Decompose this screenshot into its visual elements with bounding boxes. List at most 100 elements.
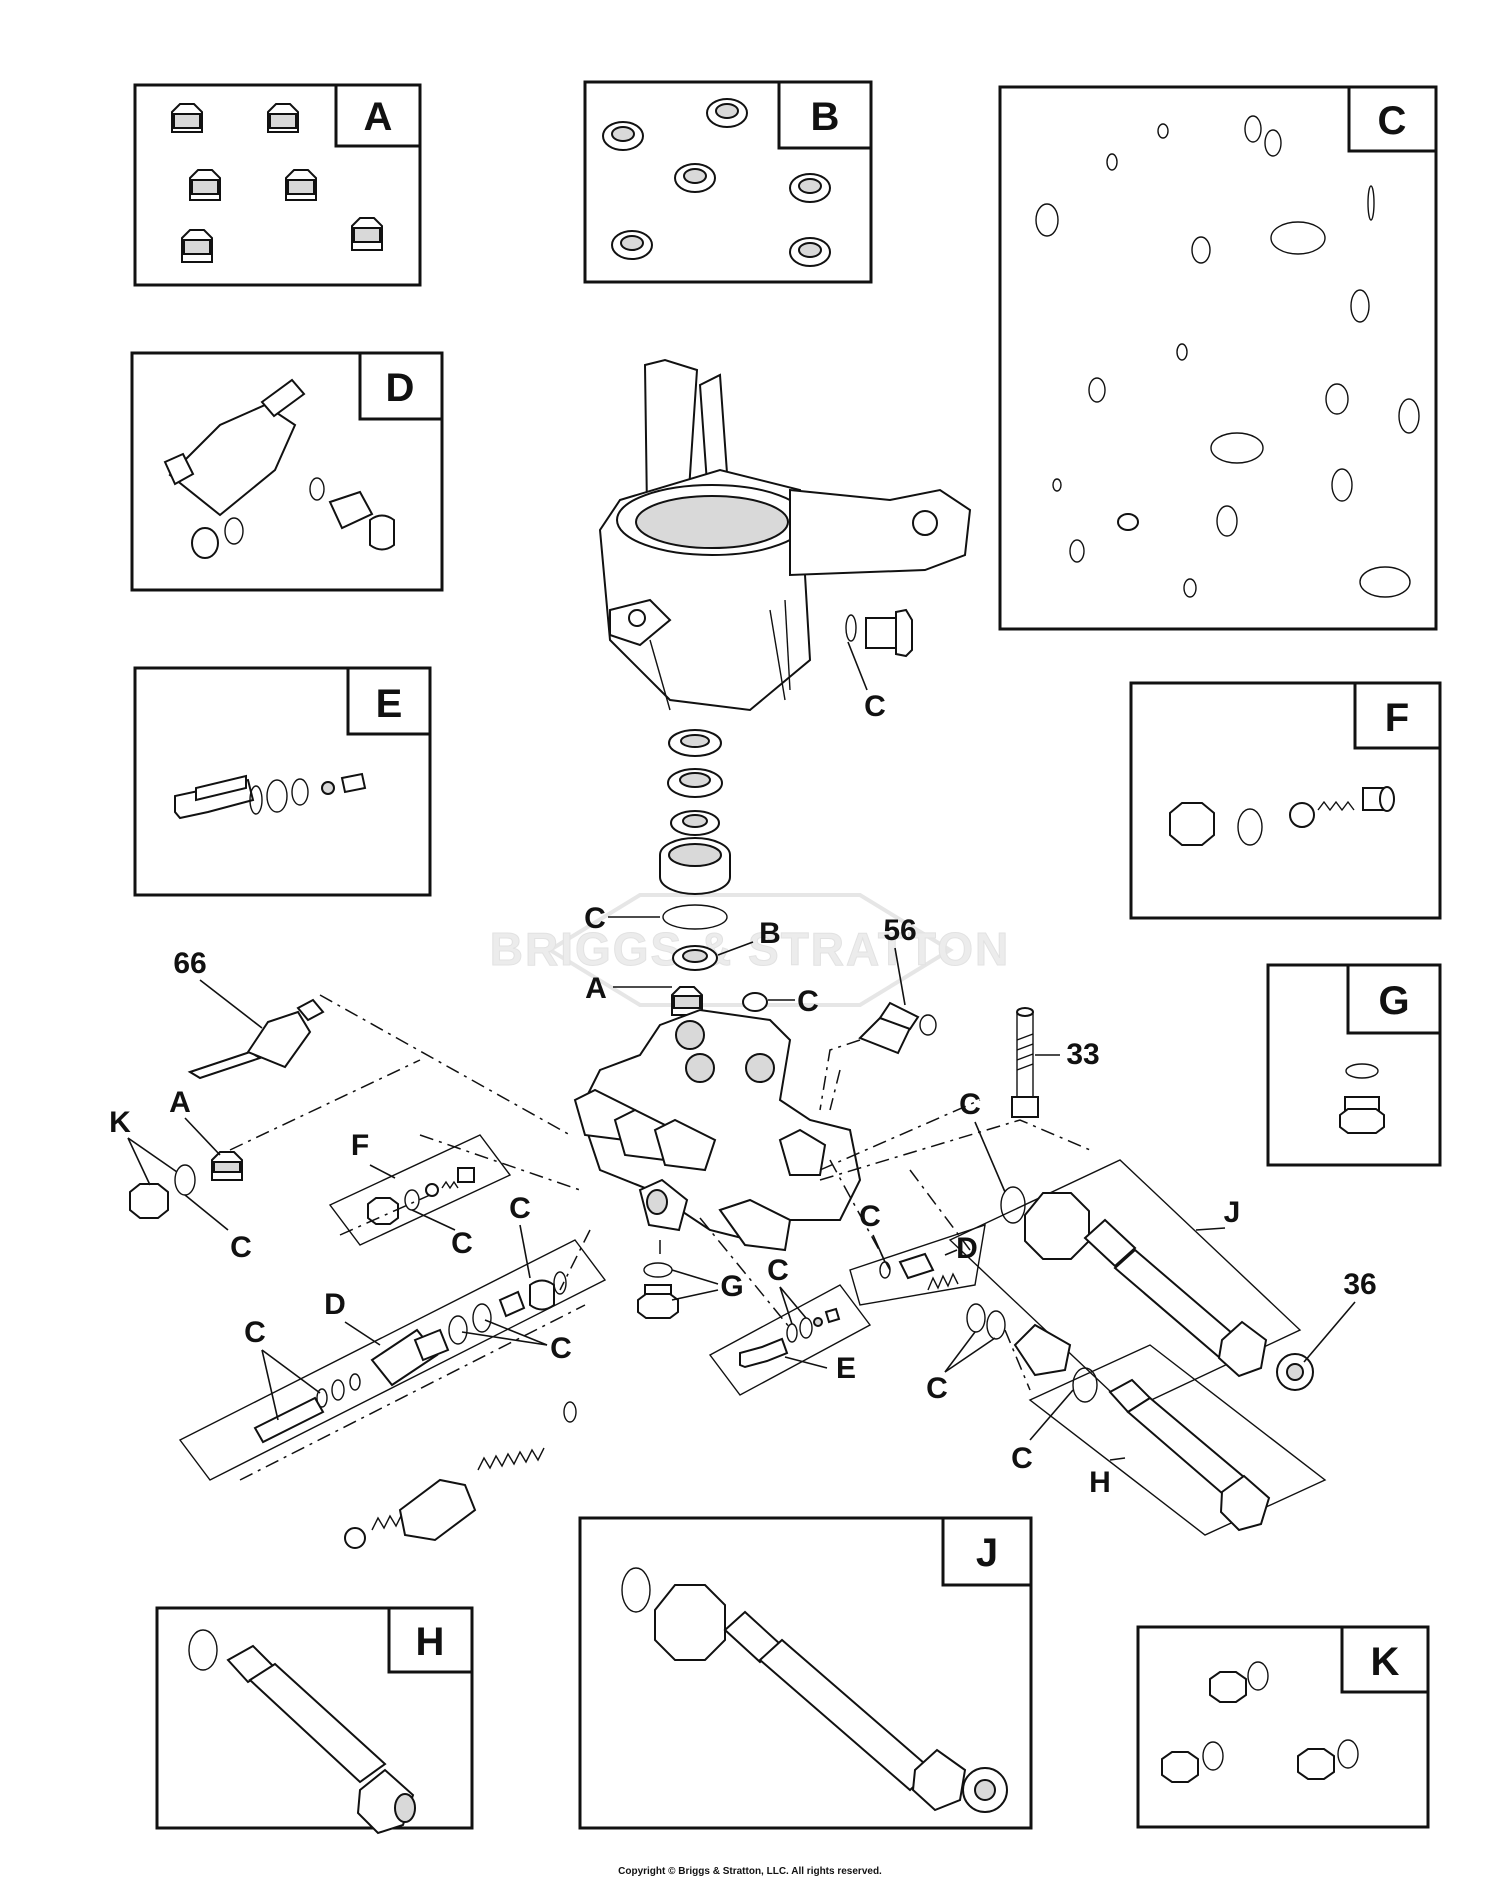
kit-box-e-label-frame bbox=[346, 666, 432, 736]
callout-g-bottom: G bbox=[671, 1269, 744, 1303]
svg-text:C: C bbox=[864, 690, 886, 723]
kit-box-e: E bbox=[133, 666, 432, 897]
valve-icon bbox=[188, 1629, 416, 1835]
seal-icon bbox=[659, 729, 731, 971]
spring-icon bbox=[344, 1401, 577, 1549]
svg-text:A: A bbox=[585, 972, 607, 1005]
plug-icon bbox=[845, 608, 913, 658]
svg-text:C: C bbox=[926, 1372, 948, 1405]
kit-box-f: F bbox=[1129, 681, 1442, 920]
fitting-56-icon bbox=[858, 1001, 937, 1055]
callout-c-d-left: C bbox=[244, 1316, 321, 1421]
svg-text:B: B bbox=[759, 917, 781, 950]
kit-box-b-label-frame bbox=[777, 80, 873, 150]
callout-d-left: D bbox=[324, 1288, 381, 1346]
svg-text:C: C bbox=[959, 1088, 981, 1121]
kit-box-a: A bbox=[133, 83, 422, 287]
pump-housing-icon bbox=[598, 358, 972, 712]
svg-text:H: H bbox=[1089, 1466, 1111, 1499]
o-ring-icon bbox=[1035, 115, 1420, 598]
callout-b-stack: B bbox=[717, 917, 781, 956]
svg-text:56: 56 bbox=[883, 914, 916, 947]
kit-f-assembly bbox=[328, 1134, 512, 1246]
valve-icon bbox=[671, 986, 703, 1016]
plug-icon bbox=[129, 1151, 243, 1219]
kit-box-h-label-frame bbox=[387, 1606, 474, 1674]
callout-c-h: C bbox=[1011, 1389, 1074, 1475]
valve-icon bbox=[171, 103, 383, 263]
kit-box-e-label: E bbox=[376, 682, 403, 726]
svg-text:C: C bbox=[550, 1332, 572, 1365]
bolt-icon bbox=[1011, 1007, 1039, 1118]
callout-c-housing: C bbox=[847, 641, 886, 723]
svg-text:C: C bbox=[797, 985, 819, 1018]
svg-text:F: F bbox=[351, 1129, 369, 1162]
callout-c-d-top: C bbox=[509, 1192, 531, 1279]
valve-icon bbox=[174, 772, 367, 820]
callout-c-left: C bbox=[184, 1194, 252, 1264]
kit-box-c-label: C bbox=[1378, 99, 1407, 143]
kit-box-h: H bbox=[155, 1606, 474, 1835]
svg-text:C: C bbox=[451, 1227, 473, 1260]
plug-icon bbox=[637, 1262, 679, 1319]
kit-box-k-label-frame bbox=[1340, 1625, 1430, 1694]
svg-text:C: C bbox=[584, 902, 606, 935]
valve-icon bbox=[621, 1567, 1008, 1813]
callout-c-d-right: C bbox=[461, 1319, 572, 1365]
kit-box-k-label: K bbox=[1371, 1640, 1400, 1684]
kit-box-h-label: H bbox=[416, 1620, 445, 1664]
kit-box-d-label-frame bbox=[358, 351, 444, 421]
kit-box-b-label: B bbox=[811, 95, 840, 139]
kit-box-c-label-frame bbox=[1347, 85, 1438, 153]
callout-c-h-top: C bbox=[926, 1331, 996, 1405]
svg-text:A: A bbox=[169, 1086, 191, 1119]
kit-box-f-label: F bbox=[1385, 696, 1409, 740]
svg-text:33: 33 bbox=[1066, 1038, 1099, 1071]
kit-h-assembly bbox=[1028, 1344, 1327, 1536]
kit-box-c: C bbox=[998, 85, 1438, 631]
callout-e-mid: E bbox=[784, 1352, 856, 1385]
kit-box-j-label: J bbox=[976, 1531, 998, 1575]
manifold-icon bbox=[573, 1008, 862, 1252]
copyright-notice: Copyright © Briggs & Stratton, LLC. All … bbox=[618, 1866, 882, 1877]
seal-icon bbox=[602, 98, 831, 267]
o-ring-icon bbox=[966, 1303, 1072, 1377]
callout-a-stack: A bbox=[585, 972, 672, 1005]
svg-text:J: J bbox=[1224, 1196, 1241, 1229]
callout-d-right: D bbox=[944, 1232, 978, 1265]
kit-box-a-label: A bbox=[364, 95, 393, 139]
svg-text:C: C bbox=[859, 1200, 881, 1233]
kit-box-g-label-frame bbox=[1346, 963, 1442, 1035]
callout-f-mid: F bbox=[351, 1129, 396, 1179]
plug-icon bbox=[1161, 1661, 1359, 1783]
assembly-lines bbox=[229, 994, 1091, 1391]
kit-box-d-label: D bbox=[386, 366, 415, 410]
kit-box-g: G bbox=[1266, 963, 1442, 1167]
watermark-text: BRIGGS & STRATTON bbox=[490, 923, 1010, 975]
svg-text:C: C bbox=[1011, 1442, 1033, 1475]
callout-c-j: C bbox=[959, 1088, 1006, 1193]
svg-text:36: 36 bbox=[1343, 1268, 1376, 1301]
unloader-66-icon bbox=[187, 998, 325, 1080]
svg-text:E: E bbox=[836, 1352, 856, 1385]
kit-box-j-label-frame bbox=[941, 1516, 1033, 1587]
plug-icon bbox=[1339, 1063, 1385, 1134]
callout-c-plug: C bbox=[768, 985, 819, 1018]
kit-box-b: B bbox=[583, 80, 873, 284]
svg-text:D: D bbox=[956, 1232, 978, 1265]
svg-text:66: 66 bbox=[173, 947, 206, 980]
svg-text:C: C bbox=[767, 1254, 789, 1287]
valve-icon bbox=[163, 378, 395, 559]
plug-icon bbox=[742, 992, 768, 1012]
kit-box-k: K bbox=[1136, 1625, 1430, 1829]
callout-33: 33 bbox=[1035, 1038, 1100, 1071]
callout-c-f: C bbox=[411, 1209, 473, 1260]
callout-56: 56 bbox=[883, 914, 917, 1006]
kit-box-f-label-frame bbox=[1353, 681, 1442, 750]
kit-box-d: D bbox=[130, 351, 444, 592]
kit-e-assembly bbox=[708, 1284, 872, 1396]
callout-66: 66 bbox=[173, 947, 263, 1029]
svg-text:K: K bbox=[109, 1106, 131, 1139]
callout-h-right: H bbox=[1089, 1457, 1126, 1499]
